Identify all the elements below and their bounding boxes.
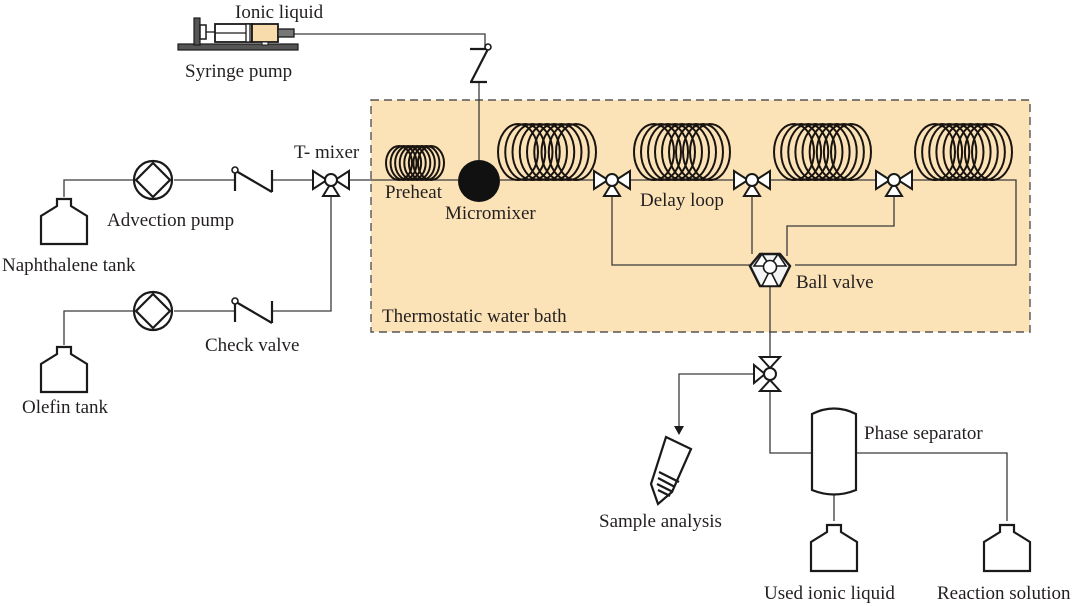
coil-turn [547,123,590,181]
coil-turn [417,145,445,181]
syringe-pump-icon [177,17,299,51]
check-valve-icon-2 [231,297,274,324]
check-valve-icon [470,43,492,84]
used-ionic-liquid-tank [809,523,859,573]
advection-pump-icon-1 [132,159,174,201]
coil-turn [801,123,844,181]
sampling-valve-icon [753,356,783,392]
label-thermostatic-water-bath: Thermostatic water bath [382,306,567,327]
label-advection-pump: Advection pump [107,210,234,231]
coil-turn [526,123,568,181]
coil-turn [533,123,576,181]
coil-turn [928,123,971,181]
coil-turn [504,123,547,181]
coil-turn [654,123,696,181]
label-micromixer: Micromixer [445,203,536,224]
label-preheat: Preheat [385,182,443,203]
coil-turn [555,123,597,181]
label-syringe-pump: Syringe pump [185,61,292,82]
t-mixer-valve-icon [312,170,350,197]
coil-turn [942,123,985,181]
phase-separator-icon [810,407,858,496]
label-t-mixer: T- mixer [294,142,360,163]
micromixer-icon [458,160,500,202]
coil-turn [808,123,851,181]
label-sample-analysis: Sample analysis [599,511,722,532]
coil-turn [830,123,872,181]
coils [385,123,1013,181]
label-used-ionic-liquid: Used ionic liquid [764,583,895,604]
pipe-syringe-to-check-valve [294,33,486,48]
label-delay-loop: Delay loop [640,190,724,211]
coil-turn [822,123,865,181]
naphthalene-tank [39,197,89,246]
coil-turn [794,123,837,181]
coil-turn [773,123,815,181]
pipe-olefin-to-pump [63,310,134,345]
coil-turn [689,123,731,181]
sample-tube-icon [649,435,693,506]
check-valve-icon-1 [231,166,274,193]
coil-turn [971,123,1013,181]
arrowhead-icon [674,426,684,435]
coil-turn [780,123,823,181]
label-reaction-solution: Reaction solution [937,583,1071,604]
label-ball-valve: Ball valve [796,272,874,293]
coil-turn [633,123,675,181]
label-phase-separator: Phase separator [864,423,983,444]
coil-turn [540,123,583,181]
coil-turn [787,123,830,181]
pipe-naphthalene-to-pump [63,179,134,197]
pipe-separator-to-reaction [856,452,1008,521]
pipe-bypass-3 [786,194,895,256]
label-naphthalene-tank: Naphthalene tank [2,255,136,276]
ball-valve-icon [748,252,792,288]
pipe-check-valve2-to-t-mixer [272,194,332,312]
delay-loop-coil-icon-4 [914,123,1013,181]
coil-turn [640,123,682,181]
coil-turn [668,123,710,181]
coil-turn [935,123,978,181]
olefin-tank [39,345,89,394]
coil-turn [921,123,964,181]
coil-turn [963,123,1006,181]
preheat-coil-icon [385,145,445,181]
coil-turn [518,123,561,181]
coil-turn [497,123,539,181]
delay-loop-coil-icon-2 [633,123,731,181]
delay-loop-coil-icon-3 [773,123,872,181]
reaction-solution-tank [982,523,1032,573]
label-ionic-liquid: Ionic liquid [235,2,324,23]
coil-turn [511,123,554,181]
pipe-sampling-to-separator [769,390,812,454]
coil-turn [682,123,724,181]
coil-turn [914,123,956,181]
pipe-bypass-1 [611,194,750,266]
advection-pump-icon-2 [132,290,174,332]
coil-turn [675,123,717,181]
pipe-sampling-to-tube [678,373,756,428]
coil-turn [661,123,703,181]
coil-turn [949,123,992,181]
coil-turn [956,123,999,181]
label-check-valve: Check valve [205,335,299,356]
coil-turn [647,123,689,181]
delay-loop-coil-icon-1 [497,123,597,181]
label-olefin-tank: Olefin tank [22,397,109,418]
coil-turn [815,123,858,181]
